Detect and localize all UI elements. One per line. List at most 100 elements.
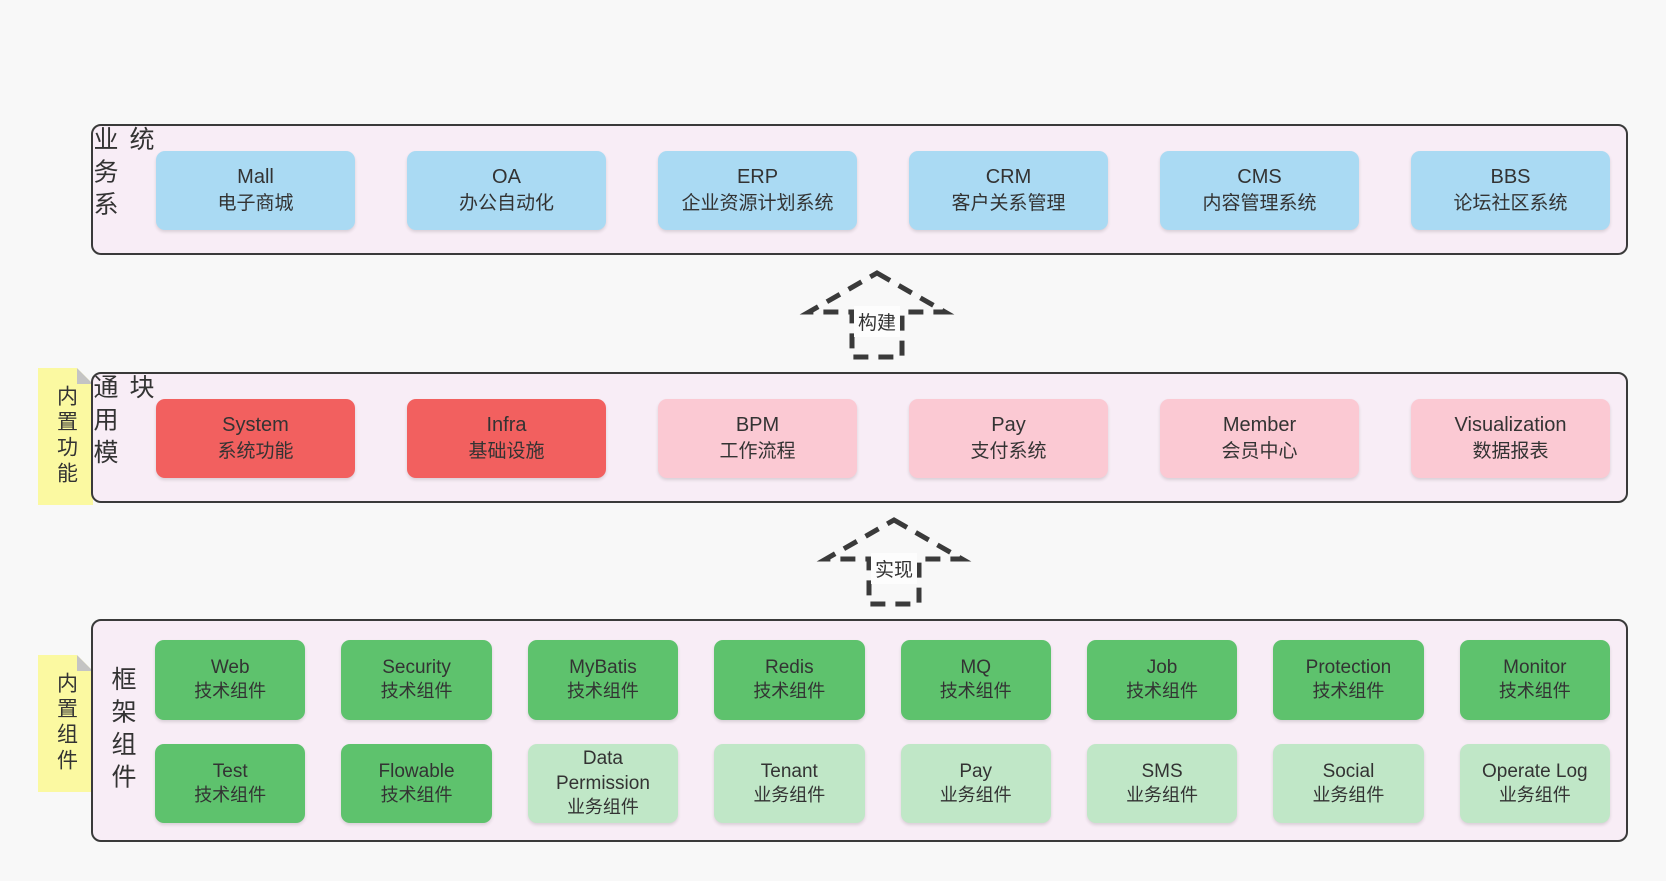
box-title: Job: [1146, 657, 1178, 679]
arrow-implement: 实现: [816, 517, 972, 607]
box-title: BBS: [1490, 165, 1531, 188]
box-title: Pay: [991, 413, 1026, 436]
layer-label-text: 业务系统: [90, 126, 154, 224]
box-redis: Redis 技术组件: [714, 640, 865, 720]
layer-business-systems: 业务系统 Mall 电子商城 OA 办公自动化 ERP 企业资源计划系统 CRM…: [90, 124, 1628, 255]
box-bbs: BBS 论坛社区系统: [1411, 151, 1610, 230]
box-erp: ERP 企业资源计划系统: [658, 151, 857, 230]
box-mybatis: MyBatis 技术组件: [527, 640, 679, 720]
box-subtitle: 办公自动化: [458, 193, 554, 215]
box-subtitle: 技术组件: [194, 681, 267, 702]
sticky-note-label: 内置组件: [54, 672, 78, 775]
box-subtitle: 业务组件: [566, 797, 639, 818]
box-mq: MQ 技术组件: [900, 640, 1051, 720]
business-box-row: Mall 电子商城 OA 办公自动化 ERP 企业资源计划系统 CRM 客户关系…: [156, 151, 1610, 230]
up-arrow-dashed-icon: [816, 517, 972, 607]
box-subtitle: 技术组件: [1498, 681, 1571, 702]
box-subtitle: 业务组件: [753, 784, 826, 805]
box-title: Redis: [765, 657, 814, 679]
box-subtitle: 数据报表: [1472, 441, 1549, 463]
box-title: Monitor: [1503, 657, 1567, 679]
box-pay-biz: Pay 业务组件: [900, 743, 1051, 823]
box-oa: OA 办公自动化: [407, 151, 606, 230]
component-row-1: Web 技术组件 Security 技术组件 MyBatis 技术组件 Redi…: [155, 640, 1610, 720]
box-subtitle: 论坛社区系统: [1453, 193, 1568, 215]
box-title: Operate Log: [1481, 760, 1588, 782]
box-social: Social 业务组件: [1273, 743, 1424, 823]
box-member: Member 会员中心: [1160, 399, 1359, 478]
box-subtitle: 技术组件: [939, 681, 1012, 702]
box-title: BPM: [735, 413, 780, 436]
box-title: Web: [210, 657, 250, 679]
box-title: Flowable: [378, 760, 455, 782]
box-subtitle: 业务组件: [1312, 784, 1385, 805]
box-tenant: Tenant 业务组件: [714, 743, 865, 823]
box-subtitle: 业务组件: [1498, 784, 1571, 805]
box-title: Protection: [1305, 657, 1392, 679]
box-subtitle: 技术组件: [1312, 681, 1385, 702]
box-title: MQ: [960, 657, 991, 679]
box-sms: SMS 业务组件: [1086, 743, 1238, 823]
box-crm: CRM 客户关系管理: [909, 151, 1108, 230]
box-subtitle: 基础设施: [468, 441, 545, 463]
sticky-note-builtin-functions: 内置功能: [38, 368, 93, 505]
arrow-label: 构建: [853, 306, 901, 337]
box-monitor: Monitor 技术组件: [1459, 640, 1610, 720]
box-subtitle: 技术组件: [753, 681, 826, 702]
layer-label-text: 框架组件: [108, 665, 136, 796]
box-title: Mall: [237, 165, 274, 188]
box-subtitle: 技术组件: [1126, 681, 1199, 702]
box-subtitle: 工作流程: [719, 441, 796, 463]
box-subtitle: 技术组件: [380, 784, 453, 805]
layer-label: 框架组件: [99, 621, 145, 840]
arrow-build: 构建: [799, 270, 955, 360]
sticky-note-builtin-components: 内置组件: [38, 655, 93, 792]
box-title: Security: [382, 657, 451, 679]
box-web: Web 技术组件: [155, 640, 306, 720]
component-grid: Web 技术组件 Security 技术组件 MyBatis 技术组件 Redi…: [155, 640, 1610, 823]
box-security: Security 技术组件: [341, 640, 492, 720]
box-protection: Protection 技术组件: [1273, 640, 1424, 720]
box-infra: Infra 基础设施: [407, 399, 606, 478]
arrow-label: 实现: [870, 553, 918, 584]
box-title: MyBatis: [569, 657, 637, 679]
box-subtitle: 企业资源计划系统: [681, 193, 834, 215]
box-pay: Pay 支付系统: [909, 399, 1108, 478]
layer-label: 业务系统: [90, 126, 154, 253]
box-job: Job 技术组件: [1086, 640, 1238, 720]
box-mall: Mall 电子商城: [156, 151, 355, 230]
box-system: System 系统功能: [156, 399, 355, 478]
box-subtitle: 业务组件: [1126, 784, 1199, 805]
box-subtitle: 系统功能: [217, 441, 294, 463]
box-subtitle: 技术组件: [566, 681, 639, 702]
box-title: Visualization: [1454, 413, 1567, 436]
box-operate-log: Operate Log 业务组件: [1459, 743, 1610, 823]
layer-label-text: 通用模块: [90, 374, 154, 472]
box-test: Test 技术组件: [155, 743, 306, 823]
box-subtitle: 客户关系管理: [951, 193, 1066, 215]
sticky-note-label: 内置功能: [54, 385, 78, 488]
box-bpm: BPM 工作流程: [658, 399, 857, 478]
box-title: CRM: [985, 165, 1032, 188]
layer-common-modules: 通用模块 System 系统功能 Infra 基础设施 BPM 工作流程 Pay…: [90, 372, 1628, 503]
up-arrow-dashed-icon: [799, 270, 955, 360]
layer-framework-components: 框架组件 Web 技术组件 Security 技术组件 MyBatis 技术组件…: [91, 619, 1628, 842]
box-cms: CMS 内容管理系统: [1160, 151, 1359, 230]
box-title: Tenant: [760, 760, 818, 782]
box-subtitle: 电子商城: [217, 193, 294, 215]
box-title: Pay: [959, 760, 993, 782]
box-data-permission: Data Permission 业务组件: [527, 743, 679, 823]
box-subtitle: 支付系统: [970, 441, 1047, 463]
box-visualization: Visualization 数据报表: [1411, 399, 1610, 478]
box-title: Social: [1322, 760, 1375, 782]
box-subtitle: 技术组件: [194, 784, 267, 805]
box-title: OA: [492, 165, 521, 188]
box-title: CMS: [1237, 165, 1282, 188]
box-title: Test: [212, 760, 248, 782]
layer-label: 通用模块: [90, 374, 154, 501]
box-flowable: Flowable 技术组件: [341, 743, 492, 823]
box-title: System: [222, 413, 289, 436]
box-subtitle: 会员中心: [1221, 441, 1298, 463]
box-title: Data Permission: [555, 748, 650, 794]
